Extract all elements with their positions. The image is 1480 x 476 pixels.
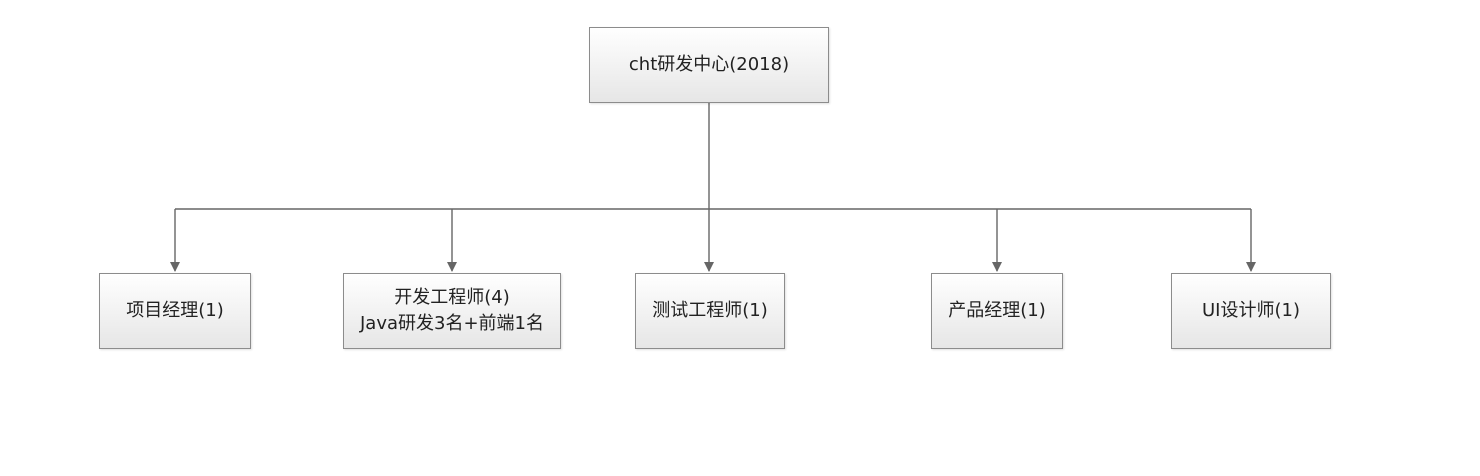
child-node-label: 开发工程师(4) (394, 287, 510, 308)
child-node-label: UI设计师(1) (1202, 300, 1300, 321)
child-node-dev-engineer: 开发工程师(4) Java研发3名+前端1名 (343, 273, 561, 349)
child-node-ui-designer: UI设计师(1) (1171, 273, 1331, 349)
root-node: cht研发中心(2018) (589, 27, 829, 103)
child-node-product-manager: 产品经理(1) (931, 273, 1063, 349)
child-node-label: 测试工程师(1) (652, 300, 768, 321)
child-node-project-manager: 项目经理(1) (99, 273, 251, 349)
child-node-label: 产品经理(1) (948, 300, 1046, 321)
child-node-sublabel: Java研发3名+前端1名 (359, 313, 544, 334)
child-node-label: 项目经理(1) (126, 300, 224, 321)
child-node-test-engineer: 测试工程师(1) (635, 273, 785, 349)
root-node-label: cht研发中心(2018) (628, 54, 790, 75)
